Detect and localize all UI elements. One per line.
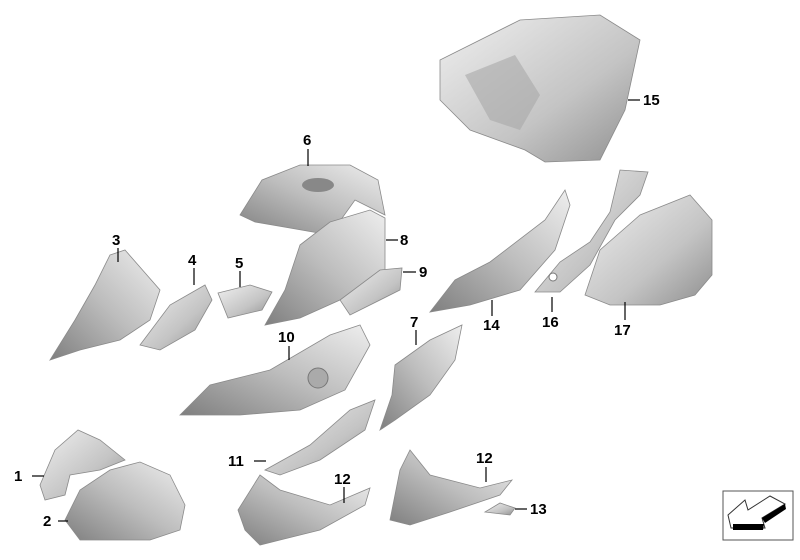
label-part-12-left[interactable]: 12 [334,471,351,488]
part-12-lower-fairing-right[interactable] [389,449,514,526]
label-part-12-right[interactable]: 12 [476,450,493,467]
part-2-front-mudguard[interactable] [64,461,186,541]
part-16-panel[interactable] [534,169,649,293]
part-11-lower-trim[interactable] [264,399,376,476]
part-8-side-panel[interactable] [264,209,386,326]
part-17-side-case[interactable] [584,194,713,306]
part-10-side-fairing[interactable] [179,324,371,416]
part-16-hole [548,272,558,282]
label-part-5[interactable]: 5 [235,255,244,272]
leader-lines [32,99,640,522]
label-part-4[interactable]: 4 [188,252,197,269]
label-part-8[interactable]: 8 [400,232,409,249]
label-part-16[interactable]: 16 [542,314,559,331]
return-arrow-icon[interactable] [722,490,794,541]
label-part-2[interactable]: 2 [43,513,52,530]
label-part-1[interactable]: 1 [14,468,23,485]
part-9-trim[interactable] [339,267,403,316]
label-part-13[interactable]: 13 [530,501,547,518]
part-13-cap[interactable] [483,502,516,516]
part-6-tank-cover[interactable] [239,164,386,236]
label-part-15[interactable]: 15 [643,92,660,109]
part-14-rear-panel[interactable] [429,189,571,313]
part-5-cover[interactable] [217,284,273,319]
part-4-panel[interactable] [139,284,213,351]
label-part-3[interactable]: 3 [112,232,121,249]
label-part-7[interactable]: 7 [410,314,419,331]
label-part-10[interactable]: 10 [278,329,295,346]
label-part-17[interactable]: 17 [614,322,631,339]
part-12-lower-fairing-left[interactable] [237,474,371,546]
label-part-11[interactable]: 11 [228,453,244,470]
part-3-front-panel[interactable] [49,249,161,361]
part-15-top-case[interactable] [439,14,641,163]
part-7-panel[interactable] [379,324,463,431]
part-6-filler-hole [302,178,334,192]
label-part-14[interactable]: 14 [483,317,500,334]
label-part-6[interactable]: 6 [303,132,312,149]
part-1-fender-front[interactable] [39,429,126,501]
part-15-inner [465,55,540,130]
label-part-9[interactable]: 9 [419,264,428,281]
part-10-hole [307,367,329,389]
